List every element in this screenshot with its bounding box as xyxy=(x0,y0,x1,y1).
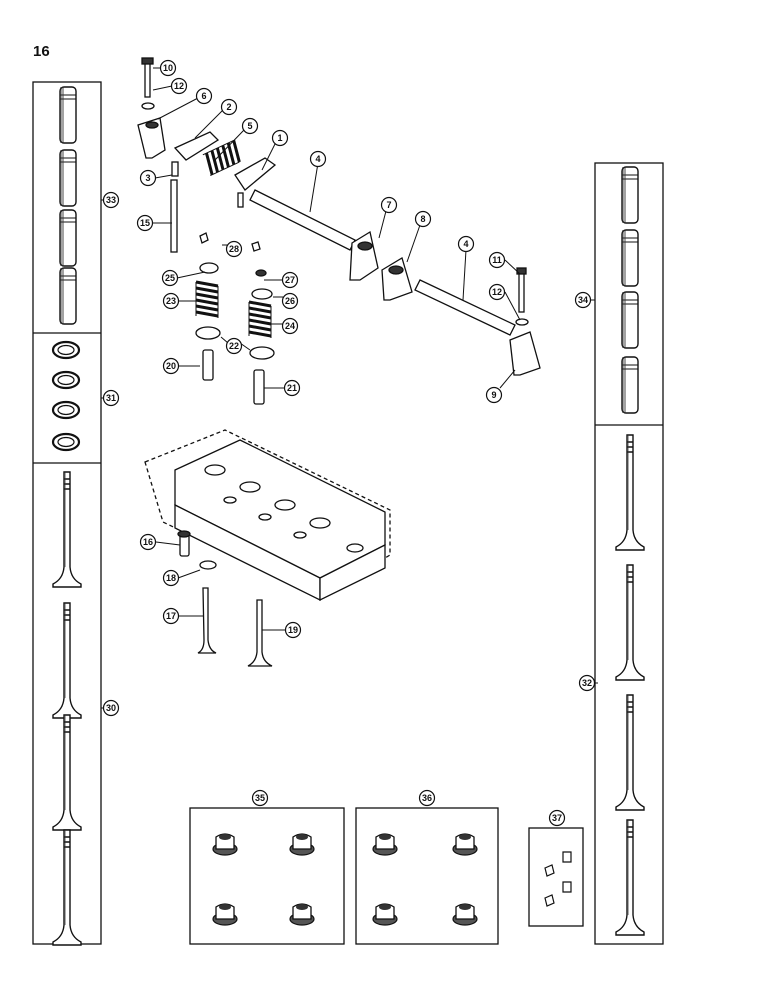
cylinder-head xyxy=(144,429,391,602)
callout-11: 11 xyxy=(488,251,506,269)
right-parts-column xyxy=(594,162,664,945)
callout-8: 8 xyxy=(414,210,432,228)
svg-text:12: 12 xyxy=(492,287,502,297)
callout-28: 28 xyxy=(225,240,243,258)
svg-text:8: 8 xyxy=(420,214,425,224)
callout-36: 36 xyxy=(418,789,436,807)
callout-33: 33 xyxy=(102,191,120,209)
svg-text:19: 19 xyxy=(288,625,298,635)
svg-text:1: 1 xyxy=(277,133,282,143)
svg-text:28: 28 xyxy=(229,244,239,254)
callout-31: 31 xyxy=(102,389,120,407)
svg-text:6: 6 xyxy=(201,91,206,101)
callouts: 10 12 6 2 5 1 3 4 7 8 4 11 12 9 15 28 25… xyxy=(102,59,596,827)
svg-text:37: 37 xyxy=(552,813,562,823)
svg-text:5: 5 xyxy=(247,121,252,131)
callout-23: 23 xyxy=(162,292,180,310)
callout-9: 9 xyxy=(485,386,503,404)
svg-text:24: 24 xyxy=(285,321,295,331)
svg-text:26: 26 xyxy=(285,296,295,306)
callout-37: 37 xyxy=(548,809,566,827)
svg-text:21: 21 xyxy=(287,383,297,393)
valve-keeper-set-37 xyxy=(544,851,572,907)
svg-text:9: 9 xyxy=(491,390,496,400)
svg-text:36: 36 xyxy=(422,793,432,803)
svg-text:4: 4 xyxy=(463,239,468,249)
valve-guide-set-34 xyxy=(621,166,639,414)
callout-1: 1 xyxy=(271,129,289,147)
callout-21: 21 xyxy=(283,379,301,397)
valve-stem-seal-set-36 xyxy=(372,833,478,926)
page-number: 16 xyxy=(33,43,50,60)
svg-text:16: 16 xyxy=(143,537,153,547)
callout-34: 34 xyxy=(574,291,592,309)
svg-text:27: 27 xyxy=(285,275,295,285)
callout-25: 25 xyxy=(161,269,179,287)
callout-3: 3 xyxy=(139,169,157,187)
svg-text:22: 22 xyxy=(229,341,239,351)
svg-text:31: 31 xyxy=(106,393,116,403)
loose-valve-parts xyxy=(177,530,273,667)
callout-32: 32 xyxy=(578,674,596,692)
svg-text:20: 20 xyxy=(166,361,176,371)
valve-set-30 xyxy=(52,471,82,946)
svg-text:17: 17 xyxy=(166,611,176,621)
callout-12a: 12 xyxy=(170,77,188,95)
svg-text:4: 4 xyxy=(315,154,320,164)
valve-stem-seal-set-35 xyxy=(212,833,315,926)
callout-6: 6 xyxy=(195,87,213,105)
svg-text:23: 23 xyxy=(166,296,176,306)
callout-19: 19 xyxy=(284,621,302,639)
svg-text:15: 15 xyxy=(140,218,150,228)
svg-text:2: 2 xyxy=(226,102,231,112)
svg-text:3: 3 xyxy=(145,173,150,183)
svg-text:34: 34 xyxy=(578,295,588,305)
callout-7: 7 xyxy=(380,196,398,214)
callout-35: 35 xyxy=(251,789,269,807)
svg-text:11: 11 xyxy=(492,255,502,265)
svg-text:10: 10 xyxy=(163,63,173,73)
callout-18: 18 xyxy=(162,569,180,587)
svg-text:32: 32 xyxy=(582,678,592,688)
callout-15: 15 xyxy=(136,214,154,232)
valve-set-32 xyxy=(615,434,645,936)
callout-27: 27 xyxy=(281,271,299,289)
callout-24: 24 xyxy=(281,317,299,335)
svg-text:35: 35 xyxy=(255,793,265,803)
callout-20: 20 xyxy=(162,357,180,375)
callout-12b: 12 xyxy=(488,283,506,301)
svg-text:25: 25 xyxy=(165,273,175,283)
svg-text:33: 33 xyxy=(106,195,116,205)
callout-26: 26 xyxy=(281,292,299,310)
callout-10: 10 xyxy=(159,59,177,77)
callout-22: 22 xyxy=(225,337,243,355)
valve-seat-insert-set-31 xyxy=(51,340,81,452)
callout-16: 16 xyxy=(139,533,157,551)
svg-text:18: 18 xyxy=(166,573,176,583)
callout-4b: 4 xyxy=(457,235,475,253)
callout-17: 17 xyxy=(162,607,180,625)
callout-4a: 4 xyxy=(309,150,327,168)
bottom-part-boxes xyxy=(189,807,584,945)
callout-5: 5 xyxy=(241,117,259,135)
rocker-shaft-assembly xyxy=(137,57,541,405)
valve-guide-set-33 xyxy=(59,86,77,325)
callout-30: 30 xyxy=(102,699,120,717)
svg-text:7: 7 xyxy=(386,200,391,210)
callout-2: 2 xyxy=(220,98,238,116)
svg-text:12: 12 xyxy=(174,81,184,91)
svg-text:30: 30 xyxy=(106,703,116,713)
